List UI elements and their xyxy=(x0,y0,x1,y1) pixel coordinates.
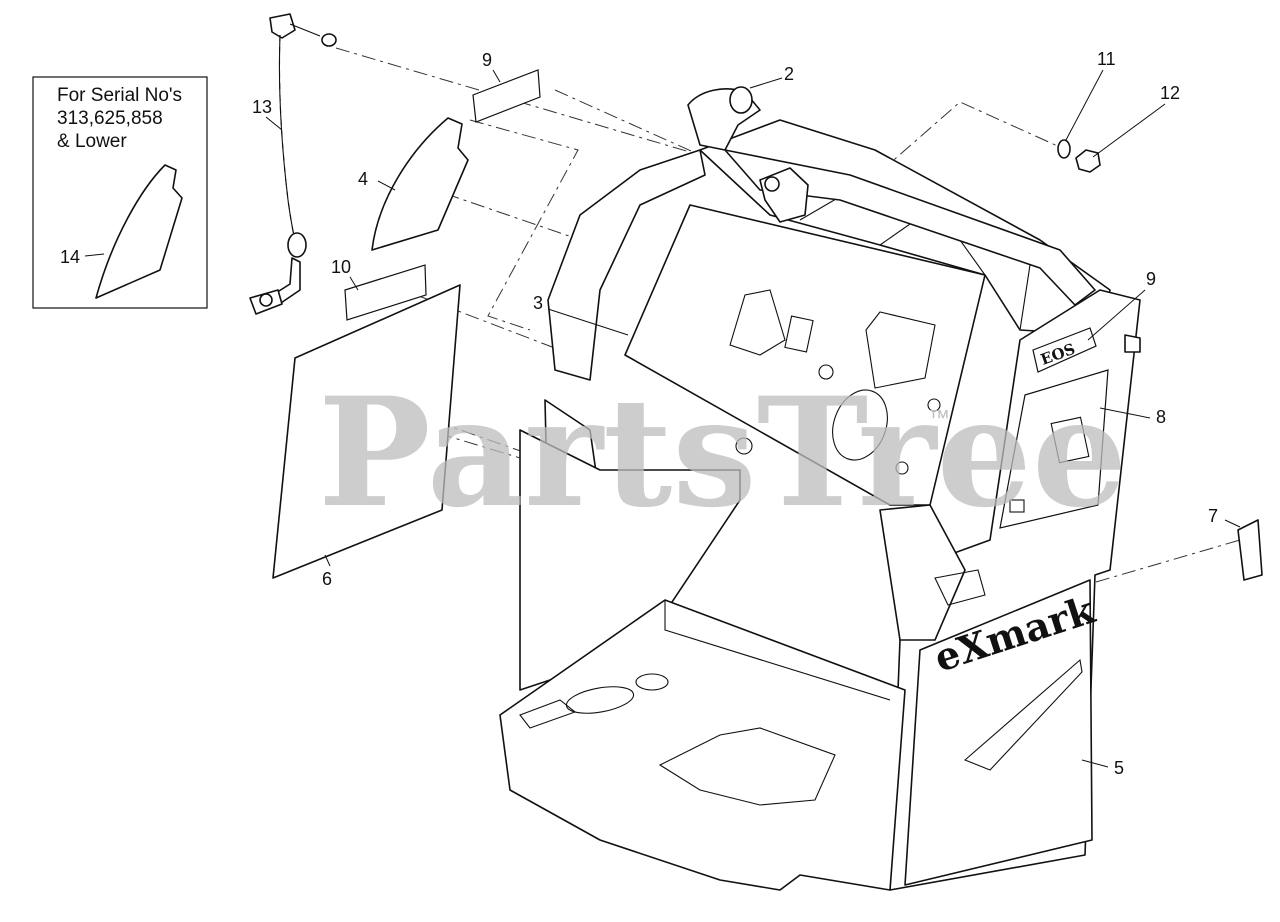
panel-switch-cutout xyxy=(784,315,814,353)
callout-7[interactable]: 7 xyxy=(1208,506,1218,526)
floor-back-wall xyxy=(664,600,891,701)
callout-9-left[interactable]: 9 xyxy=(482,50,492,70)
part-4-shield[interactable] xyxy=(371,117,469,251)
part-3-control-panel[interactable] xyxy=(624,204,986,506)
frame-front-tab xyxy=(934,569,986,606)
part-10-decal[interactable] xyxy=(344,264,427,321)
chain-ring xyxy=(287,232,307,258)
callout-11[interactable]: 11 xyxy=(1097,49,1116,69)
callout-10[interactable]: 10 xyxy=(331,257,351,277)
callout-6[interactable]: 6 xyxy=(322,569,332,589)
callout-14[interactable]: 14 xyxy=(60,247,80,267)
part-9-small-decal[interactable] xyxy=(472,69,541,123)
chain-bolt-shank xyxy=(289,23,321,37)
console-side-stud xyxy=(1124,334,1141,353)
control-decal-logo xyxy=(1009,499,1025,513)
callout-4[interactable]: 4 xyxy=(358,169,368,189)
frame-left-top xyxy=(547,149,706,381)
control-decal-diagram xyxy=(1050,416,1090,464)
side-panel-swoosh xyxy=(963,658,1083,771)
panel-fastener-1 xyxy=(927,398,941,412)
part-14-shield[interactable] xyxy=(95,164,183,299)
panel-fastener-2 xyxy=(895,461,909,475)
floor-slot-2 xyxy=(635,673,669,691)
leader-14 xyxy=(84,253,105,257)
chain-bolt-head xyxy=(269,13,296,39)
frame-back-panel xyxy=(519,429,741,691)
chain-links-highlight xyxy=(278,34,299,256)
part-7-bumper[interactable] xyxy=(1237,519,1263,581)
watermark-text: PartsTree xyxy=(318,365,1127,541)
part-5-side-panel[interactable] xyxy=(904,579,1093,886)
callout-5[interactable]: 5 xyxy=(1114,758,1124,778)
panel-gauge-window xyxy=(865,311,936,389)
frame-assembly: EOS eXmark xyxy=(499,86,1141,891)
panel-grommet xyxy=(735,437,753,455)
part-9-eos-decal[interactable] xyxy=(1032,327,1097,373)
serial-inset: For Serial No's 313,625,858 & Lower 14 xyxy=(32,76,208,309)
panel-throttle-opening xyxy=(832,389,888,461)
panel-key-hole xyxy=(818,364,834,380)
part-11-washer[interactable] xyxy=(1057,139,1071,159)
callout-12[interactable]: 12 xyxy=(1160,83,1180,103)
chain-washer xyxy=(321,33,337,47)
inset-line-3: & Lower xyxy=(57,131,127,152)
callout-8[interactable]: 8 xyxy=(1156,407,1166,427)
inset-line-2: 313,625,858 xyxy=(57,108,163,129)
part-12-nut[interactable] xyxy=(1075,149,1101,173)
leader-lines xyxy=(265,69,1241,768)
floor-center-cutout xyxy=(658,727,836,806)
callout-3[interactable]: 3 xyxy=(533,293,543,313)
callout-2[interactable]: 2 xyxy=(784,64,794,84)
floor-mount-1 xyxy=(519,699,577,729)
watermark-trademark: ™ xyxy=(928,405,950,430)
handle-pivot-cap xyxy=(729,86,753,114)
part-8-control-decal[interactable] xyxy=(999,369,1109,529)
handle-pivot-bolt xyxy=(764,176,780,192)
inset-line-1: For Serial No's xyxy=(57,85,182,106)
part-6-panel[interactable] xyxy=(272,284,461,579)
frame-floor-plate xyxy=(499,599,906,891)
panel-lever-slot xyxy=(729,289,786,356)
callout-13[interactable]: 13 xyxy=(252,97,272,117)
callout-9-right[interactable]: 9 xyxy=(1146,269,1156,289)
part-13-chain-assembly[interactable] xyxy=(249,13,337,315)
chain-pin-eye xyxy=(259,293,273,307)
